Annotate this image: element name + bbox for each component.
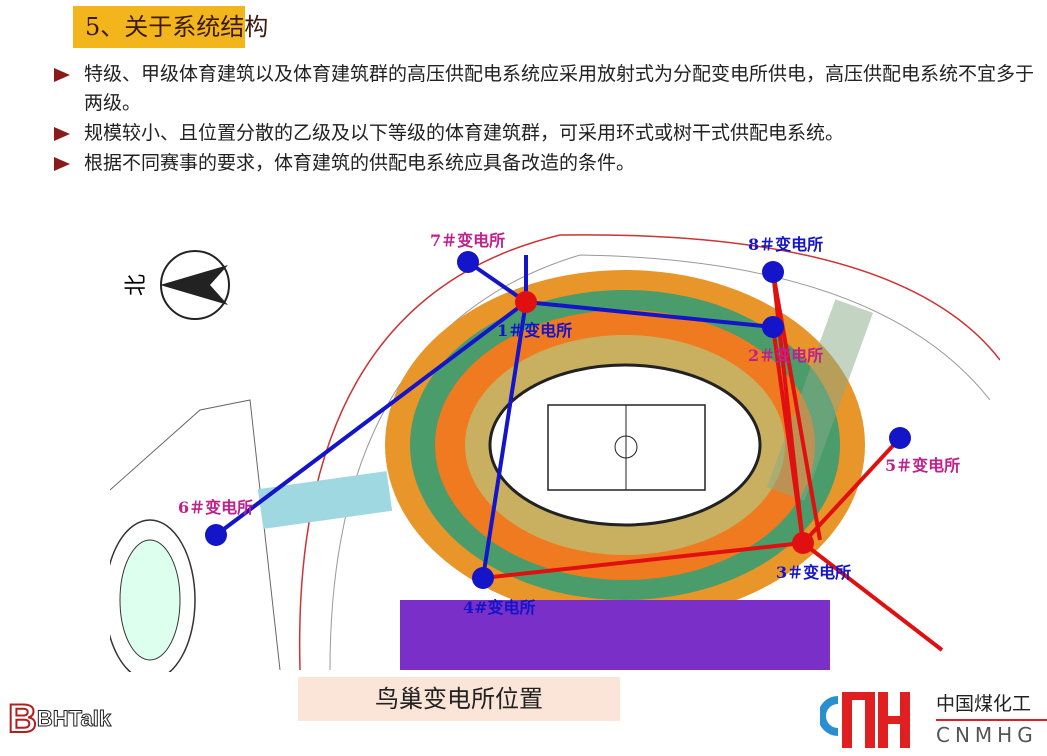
label-substation-3: 3＃变电所 [776, 563, 851, 582]
label-substation-6: 6＃变电所 [178, 498, 253, 517]
arrow-bullet-icon [54, 127, 70, 141]
bullet-list: 特级、甲级体育建筑以及体育建筑群的高压供配电系统应采用放射式为分配变电所供电，高… [52, 60, 1042, 179]
bullet-item: 根据不同赛事的要求，体育建筑的供配电系统应具备改造的条件。 [52, 149, 1042, 178]
arrow-bullet-icon [54, 68, 70, 82]
label-substation-4: 4#变电所 [463, 598, 536, 617]
bhtalk-logo: BBHTalk [7, 696, 112, 742]
bullet-text: 特级、甲级体育建筑以及体育建筑群的高压供配电系统应采用放射式为分配变电所供电，高… [84, 63, 1035, 114]
label-substation-2: 2＃变电所 [748, 346, 823, 365]
substation-markers [205, 251, 911, 589]
bhtalk-logo-text: BHTalk [36, 706, 112, 732]
bullet-item: 规模较小、且位置分散的乙级及以下等级的体育建筑群，可采用环式或树干式供配电系统。 [52, 119, 1042, 148]
label-substation-8: 8＃变电所 [748, 235, 823, 254]
label-substation-1: 1＃变电所 [497, 321, 572, 340]
slide-title: 5、关于系统结构 [73, 6, 268, 48]
cnmhg-logo-en: CNMHG [936, 723, 1038, 747]
bullet-text: 规模较小、且位置分散的乙级及以下等级的体育建筑群，可采用环式或树干式供配电系统。 [84, 122, 845, 144]
map-caption: 鸟巢变电所位置 [298, 677, 620, 721]
substation-site-map: 北 7＃变电所 8＃变电所 1＃变电所 2＃变电所 5＃变电所 3＃变电所 4#… [110, 222, 1000, 672]
bullet-text: 根据不同赛事的要求，体育建筑的供配电系统应具备改造的条件。 [84, 152, 636, 174]
cnmhg-logo-cn: 中国煤化工 [936, 690, 1047, 721]
north-label: 北 [124, 274, 149, 296]
bullet-item: 特级、甲级体育建筑以及体育建筑群的高压供配电系统应采用放射式为分配变电所供电，高… [52, 60, 1042, 118]
label-substation-5: 5＃变电所 [885, 456, 960, 475]
label-substation-7: 7＃变电所 [430, 231, 505, 250]
arrow-bullet-icon [54, 157, 70, 171]
